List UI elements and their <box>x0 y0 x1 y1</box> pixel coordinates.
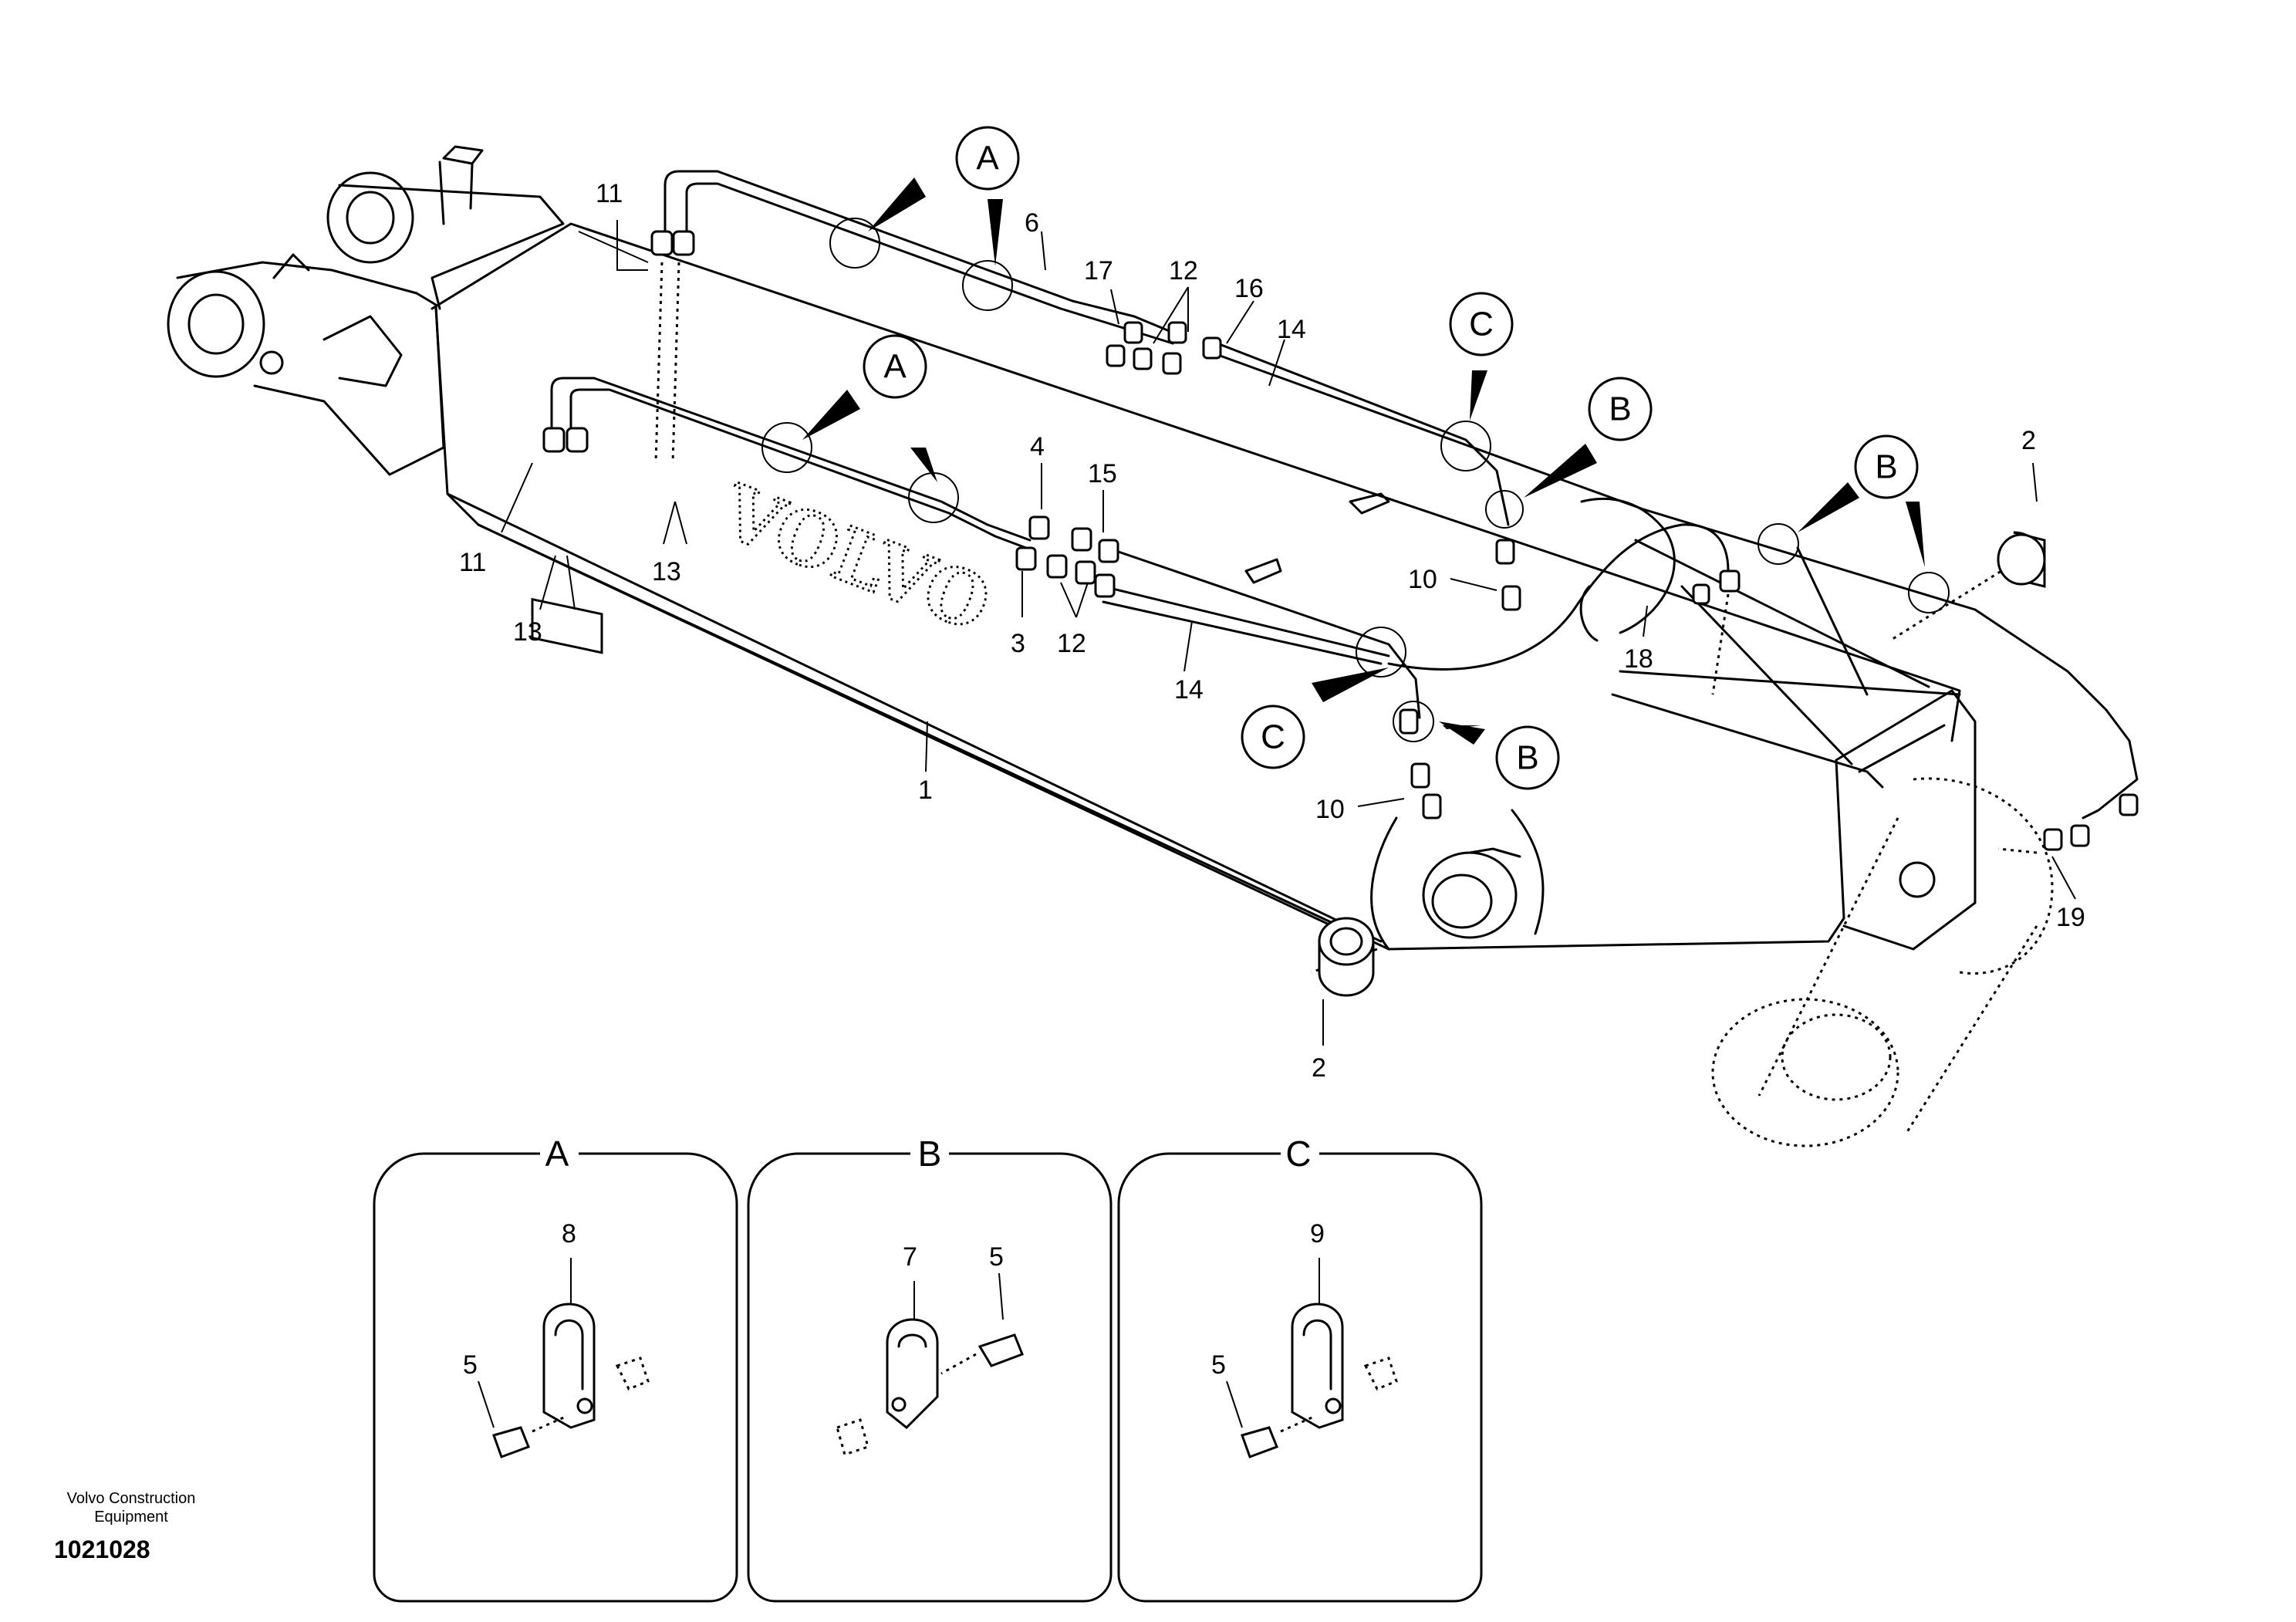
detail-b-part-5: 5 <box>989 1242 1004 1272</box>
line-markers <box>761 177 1950 745</box>
svg-text:B: B <box>1875 448 1897 486</box>
callout-b-lower: B <box>1495 725 1560 790</box>
svg-text:C: C <box>1469 306 1494 343</box>
detail-b-part-7: 7 <box>903 1242 917 1272</box>
callout-a-upper: A <box>955 126 1020 191</box>
part-label-2-lower: 2 <box>1312 1053 1326 1083</box>
part-label-15: 15 <box>1088 459 1117 488</box>
part-label-13-lower: 13 <box>513 617 542 647</box>
hydraulic-lines <box>531 170 2139 997</box>
part-label-10-upper: 10 <box>1408 565 1437 594</box>
detail-c-part-9: 9 <box>1310 1219 1325 1249</box>
part-label-14-upper: 14 <box>1277 315 1306 344</box>
part-labels: 11 11 13 13 6 17 12 16 14 4 15 3 12 14 1… <box>459 179 2085 1083</box>
detail-a-part-5: 5 <box>463 1350 478 1380</box>
detail-c-part-5: 5 <box>1211 1350 1226 1380</box>
part-label-16: 16 <box>1234 274 1264 303</box>
part-label-12-upper: 12 <box>1169 256 1198 286</box>
drawing-number: 1021028 <box>54 1536 150 1563</box>
detail-panel-b: B 7 5 <box>747 1134 1113 1603</box>
detail-panel-a: A 8 5 <box>373 1134 738 1603</box>
callout-b-right: B <box>1854 434 1919 499</box>
svg-text:B: B <box>1516 739 1538 777</box>
part-label-14-lower: 14 <box>1174 675 1204 705</box>
svg-text:B: B <box>1609 390 1631 428</box>
svg-text:A: A <box>545 1134 569 1174</box>
part-label-12-lower: 12 <box>1057 629 1086 658</box>
detail-panel-c: C 9 5 <box>1117 1134 1483 1603</box>
callout-a-lower: A <box>863 334 927 399</box>
boom-body <box>167 145 2054 1147</box>
svg-text:B: B <box>918 1134 942 1174</box>
svg-text:A: A <box>976 140 999 177</box>
callout-c-upper: C <box>1449 292 1514 357</box>
part-label-13-mid: 13 <box>652 557 681 586</box>
part-label-19: 19 <box>2056 903 2085 932</box>
part-label-4: 4 <box>1030 432 1045 461</box>
detail-a-part-8: 8 <box>562 1219 576 1249</box>
callout-b-upper: B <box>1588 377 1653 441</box>
svg-text:C: C <box>1261 718 1285 756</box>
part-label-18: 18 <box>1624 644 1653 674</box>
company-name: Volvo Construction Equipment <box>66 1490 196 1526</box>
part-label-3: 3 <box>1011 629 1025 658</box>
callout-c-lower: C <box>1241 705 1305 769</box>
part-label-11-lower: 11 <box>459 548 486 577</box>
svg-text:A: A <box>883 348 907 386</box>
part-label-1: 1 <box>918 776 933 805</box>
part-label-11-upper: 11 <box>596 179 623 208</box>
svg-text:C: C <box>1285 1134 1311 1174</box>
part-label-17: 17 <box>1084 256 1113 286</box>
part-label-10-lower: 10 <box>1315 795 1345 824</box>
part-label-6: 6 <box>1025 208 1039 238</box>
part-label-2-upper: 2 <box>2021 426 2036 455</box>
